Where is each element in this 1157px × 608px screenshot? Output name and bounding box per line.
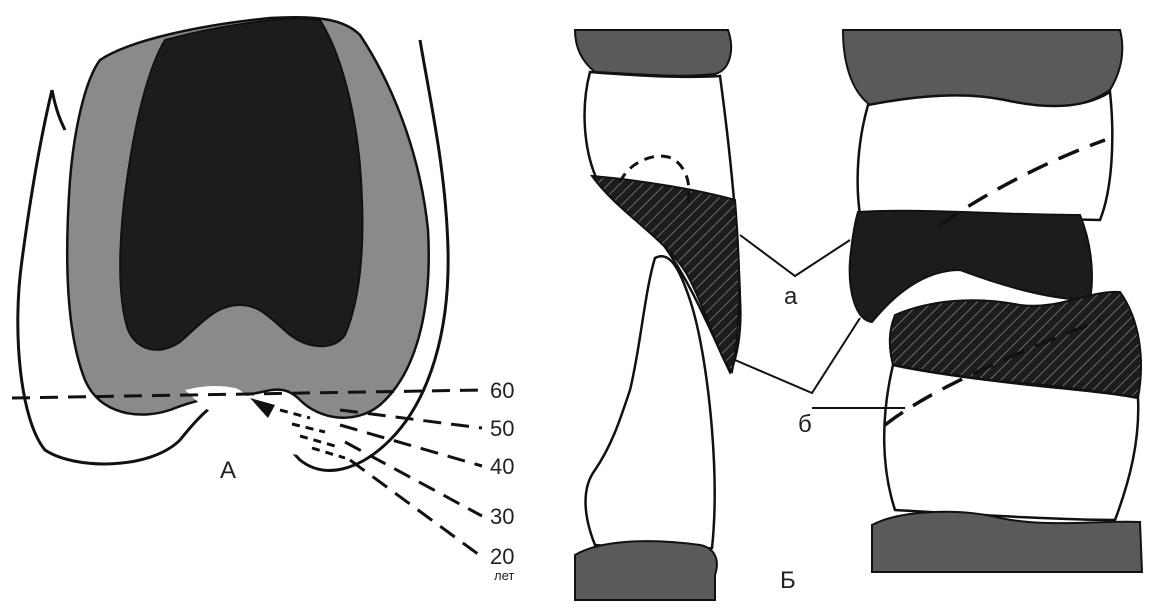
pointer-b [735, 318, 860, 393]
panel-a-label: А [220, 457, 236, 484]
age-label-20: 20 [490, 544, 514, 569]
left-bottom-bone [575, 541, 717, 600]
age-line-20 [350, 460, 482, 557]
age-label-40: 40 [490, 454, 514, 479]
right-upper-body [858, 92, 1113, 220]
marker-a: а [784, 283, 798, 310]
age-label-50: 50 [490, 416, 514, 441]
panel-b: а б Б [575, 30, 1142, 600]
pointer-a [740, 235, 850, 276]
age-label-30: 30 [490, 504, 514, 529]
panel-a-tooth: 60 50 40 30 20 лет А [12, 17, 514, 583]
marker-b: б [798, 411, 812, 438]
pulp-region [120, 19, 362, 350]
age-label-60: 60 [490, 378, 514, 403]
age-unit-label: лет [494, 568, 514, 583]
left-top-bone [575, 30, 731, 76]
panel-b-label: Б [780, 567, 796, 594]
